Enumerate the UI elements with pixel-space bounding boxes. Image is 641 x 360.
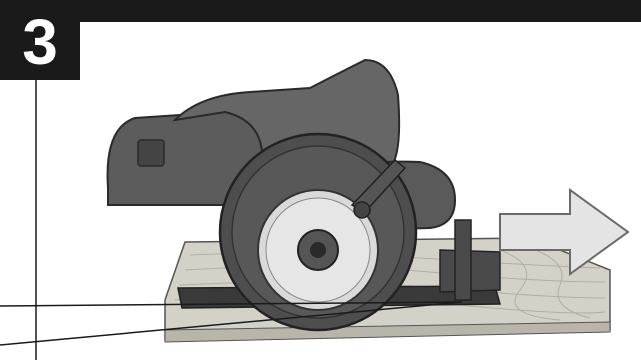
step-number: 3 (22, 10, 58, 74)
front-post (455, 220, 471, 300)
step-badge: 3 (0, 0, 80, 80)
header-bar (0, 0, 641, 22)
